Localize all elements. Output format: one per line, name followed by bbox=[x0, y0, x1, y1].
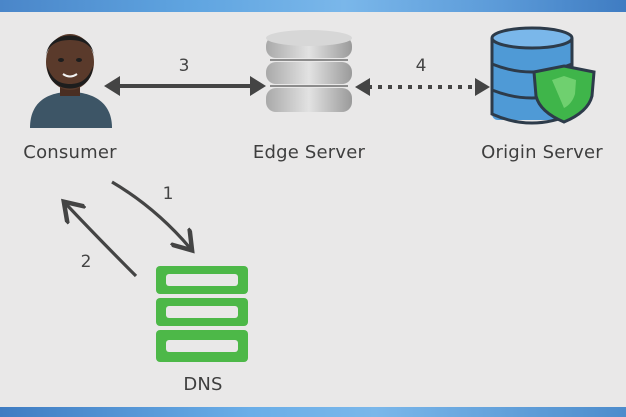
consumer-label: Consumer bbox=[23, 142, 117, 163]
server-stack-icon bbox=[266, 30, 352, 112]
origin-server-label: Origin Server bbox=[481, 142, 603, 163]
step-2-label: 2 bbox=[80, 252, 92, 272]
dns-label: DNS bbox=[183, 374, 223, 395]
step-4-label: 4 bbox=[415, 56, 427, 76]
step-3-label: 3 bbox=[178, 56, 190, 76]
arrow-1-consumer-dns bbox=[111, 180, 190, 248]
arrow-3-consumer-edge bbox=[104, 76, 266, 96]
arrow-4-edge-origin bbox=[355, 78, 490, 96]
dns-server-icon bbox=[156, 266, 248, 362]
person-icon bbox=[30, 34, 112, 128]
database-shield-icon bbox=[490, 26, 596, 125]
step-1-label: 1 bbox=[162, 184, 174, 204]
bottom-border-band bbox=[0, 407, 626, 417]
top-border-band bbox=[0, 0, 626, 12]
edge-server-label: Edge Server bbox=[252, 142, 366, 163]
arrow-2-dns-consumer bbox=[66, 204, 138, 278]
